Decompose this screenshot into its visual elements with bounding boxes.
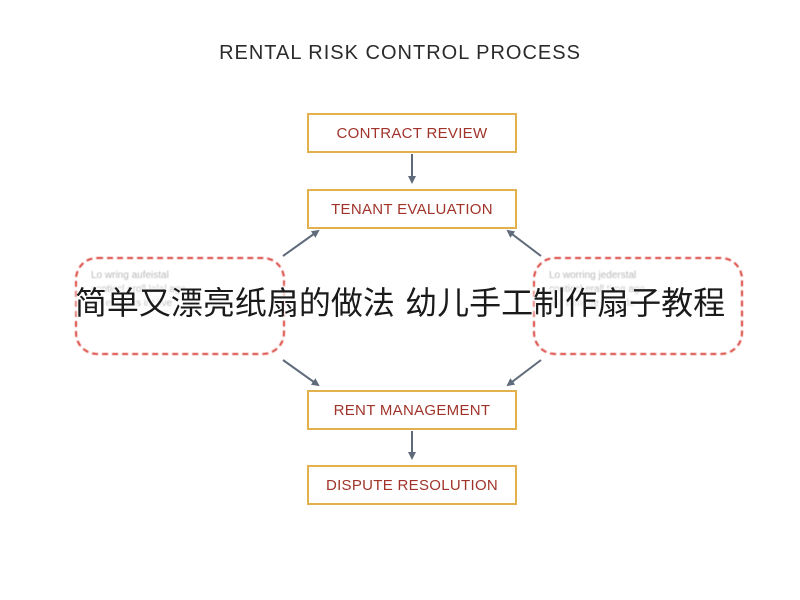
arrow-left-note-to-rent xyxy=(282,359,320,387)
step-dispute-resolution-label: DISPUTE RESOLUTION xyxy=(325,476,499,494)
overlay-caption: 简单又漂亮纸扇的做法 幼儿手工制作扇子教程 xyxy=(74,284,726,322)
left-note-line: art emgens int live xyxy=(91,298,173,309)
left-note-line: Lo wring aufeistal xyxy=(91,270,169,281)
arrow-left-note-to-tenant xyxy=(282,229,320,257)
step-tenant-evaluation-label: TENANT EVALUATION xyxy=(331,200,493,218)
arrow-right-note-to-tenant xyxy=(506,229,542,257)
diagram-title: RENTAL RISK CONTROL PROCESS xyxy=(219,42,581,64)
step-rent-management: RENT MANAGEMENT xyxy=(307,390,517,430)
step-tenant-evaluation: TENANT EVALUATION xyxy=(307,189,517,229)
arrow-right-note-to-rent xyxy=(506,359,542,387)
left-side-note: Lo wring aufeistal conticcl eroll lolal … xyxy=(75,257,285,355)
step-rent-management-label: RENT MANAGEMENT xyxy=(333,401,491,419)
step-contract-review: CONTRACT REVIEW xyxy=(307,113,517,153)
step-dispute-resolution: DISPUTE RESOLUTION xyxy=(307,465,517,505)
step-contract-review-label: CONTRACT REVIEW xyxy=(336,124,488,142)
right-note-line: conticcl erall time age xyxy=(549,284,646,295)
right-side-note: Lo worring jederstal conticcl erall time… xyxy=(533,257,743,355)
right-note-line: arc temgee the tide xyxy=(549,298,635,309)
right-note-line: Lo worring jederstal xyxy=(549,270,637,281)
left-note-line: conticcl eroll lolal age xyxy=(91,284,187,295)
